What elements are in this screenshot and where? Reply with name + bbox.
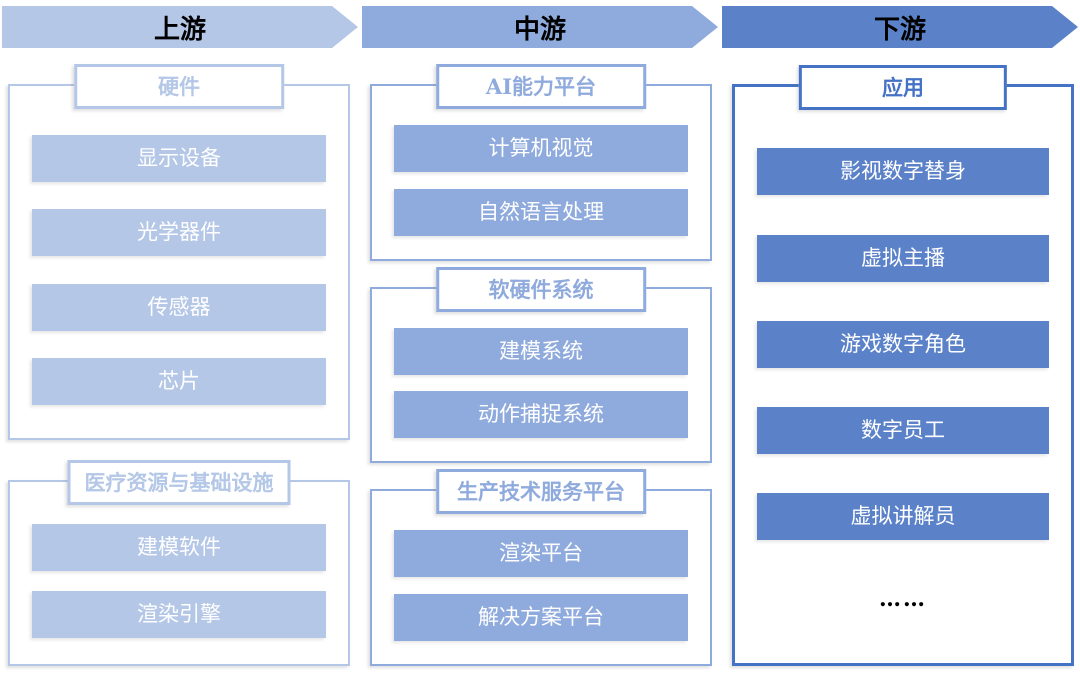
- chain-item: 渲染引擎: [32, 591, 326, 638]
- stage-label-upstream: 上游: [153, 14, 206, 45]
- more-ellipsis: ……: [879, 585, 927, 612]
- chain-item: 计算机视觉: [394, 124, 688, 172]
- chain-item: 光学器件: [32, 209, 326, 257]
- group-resources-infrastructure: 医疗资源与基础设施 建模软件 渲染引擎: [8, 460, 350, 666]
- group-title: 生产技术服务平台: [436, 469, 646, 515]
- column-upstream: 硬件 显示设备 光学器件 传感器 芯片 医疗资源与基础设施 建模软件 渲染引擎: [8, 62, 350, 666]
- group-items: 渲染平台 解决方案平台: [372, 491, 710, 664]
- group-hw-sw-systems: 软硬件系统 建模系统 动作捕捉系统: [370, 266, 712, 464]
- stage-arrow-midstream: 中游: [362, 6, 718, 48]
- group-title: 硬件: [74, 64, 284, 109]
- group-items: 显示设备 光学器件 传感器 芯片: [10, 86, 348, 438]
- column-downstream: 应用 影视数字替身 虚拟主播 游戏数字角色 数字员工 虚拟讲解员 ……: [732, 62, 1074, 666]
- column-midstream: AI能力平台 计算机视觉 自然语言处理 软硬件系统 建模系统 动作捕捉系统 生产…: [370, 62, 712, 667]
- chain-item: 影视数字替身: [757, 148, 1049, 196]
- group-ai-platform: AI能力平台 计算机视觉 自然语言处理: [370, 64, 712, 261]
- chain-item: 建模软件: [32, 524, 326, 571]
- group-title: 应用: [798, 65, 1008, 110]
- chain-item: 芯片: [32, 357, 326, 405]
- chain-item: 建模系统: [394, 327, 688, 375]
- group-production-service-platform: 生产技术服务平台 渲染平台 解决方案平台: [370, 469, 712, 667]
- stage-label-midstream: 中游: [513, 14, 566, 45]
- group-title: AI能力平台: [436, 64, 646, 109]
- group-items: 影视数字替身 虚拟主播 游戏数字角色 数字员工 虚拟讲解员 ……: [735, 87, 1071, 663]
- chain-item: 数字员工: [757, 407, 1049, 455]
- chain-item: 传感器: [32, 283, 326, 331]
- chain-item: 自然语言处理: [394, 188, 688, 236]
- diagram-columns: 硬件 显示设备 光学器件 传感器 芯片 医疗资源与基础设施 建模软件 渲染引擎 …: [0, 48, 1080, 676]
- group-applications: 应用 影视数字替身 虚拟主播 游戏数字角色 数字员工 虚拟讲解员 ……: [732, 65, 1074, 666]
- chain-item: 游戏数字角色: [757, 320, 1049, 368]
- stage-arrow-downstream: 下游: [722, 6, 1078, 48]
- group-items: 计算机视觉 自然语言处理: [372, 86, 710, 259]
- group-items: 建模软件 渲染引擎: [10, 482, 348, 664]
- group-title: 软硬件系统: [436, 266, 646, 312]
- chain-item: 解决方案平台: [394, 594, 688, 642]
- group-hardware: 硬件 显示设备 光学器件 传感器 芯片: [8, 64, 350, 440]
- stage-label-downstream: 下游: [873, 14, 926, 45]
- chain-item: 渲染平台: [394, 530, 688, 578]
- group-title: 医疗资源与基础设施: [67, 460, 291, 505]
- chain-item: 虚拟主播: [757, 234, 1049, 282]
- stage-arrow-upstream: 上游: [2, 6, 358, 48]
- stage-arrow-row: 上游 中游 下游: [0, 0, 1080, 48]
- chain-item: 虚拟讲解员: [757, 493, 1049, 541]
- chain-item: 显示设备: [32, 135, 326, 183]
- group-items: 建模系统 动作捕捉系统: [372, 289, 710, 462]
- chain-item: 动作捕捉系统: [394, 391, 688, 439]
